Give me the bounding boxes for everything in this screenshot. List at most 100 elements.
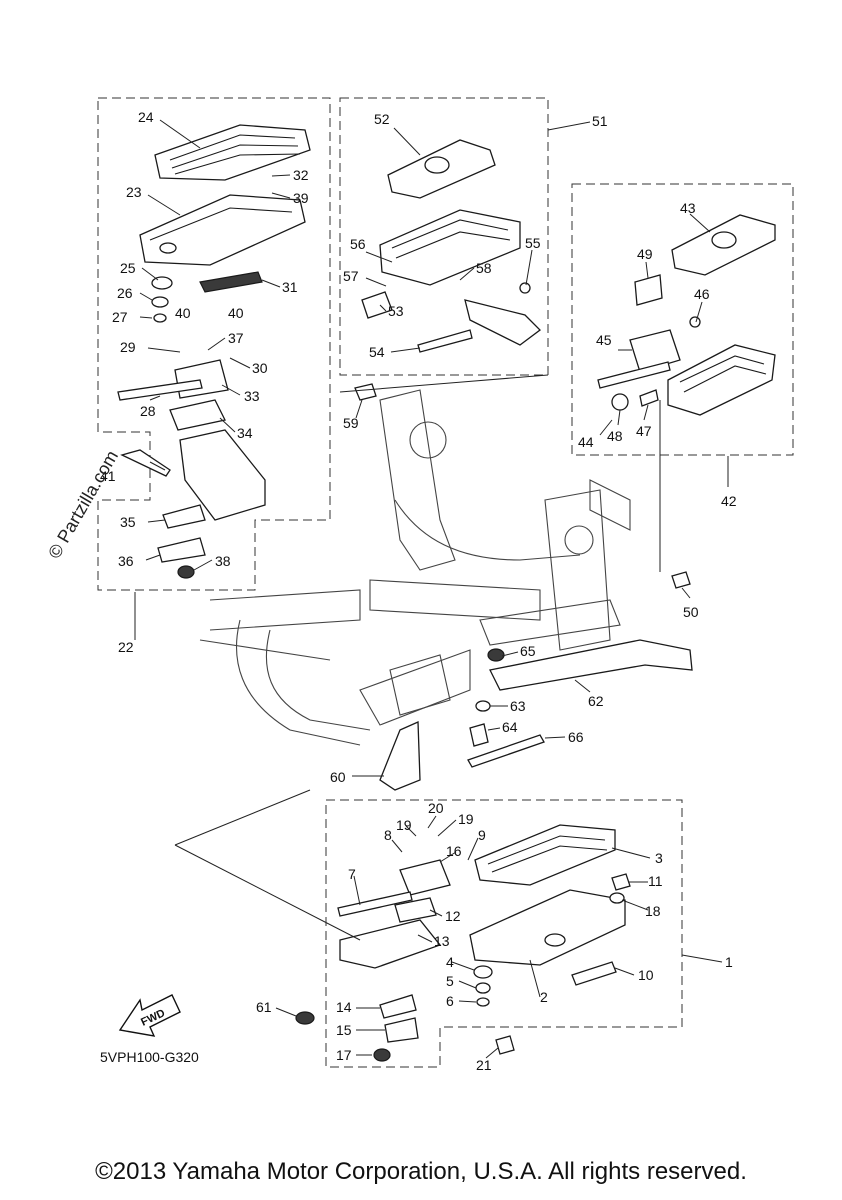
callout-61: 61 (256, 999, 272, 1015)
callout-52: 52 (374, 111, 390, 127)
callout-27: 27 (112, 309, 128, 325)
callout-48: 48 (607, 428, 623, 444)
washer-5 (475, 982, 491, 994)
bracket-53 (361, 291, 393, 319)
callout-7: 7 (348, 866, 356, 882)
nut-61 (295, 1011, 315, 1025)
plate-12 (394, 897, 437, 923)
callout-9: 9 (478, 827, 486, 843)
callout-32: 32 (293, 167, 309, 183)
callout-36: 36 (118, 553, 134, 569)
callout-40b: 40 (228, 305, 244, 321)
callout-41: 41 (100, 468, 116, 484)
callout-47: 47 (636, 423, 652, 439)
callout-26: 26 (117, 285, 133, 301)
callout-53: 53 (388, 303, 404, 319)
bracket-31 (199, 271, 263, 293)
stay-13 (339, 919, 442, 969)
nut-6 (476, 997, 490, 1007)
callout-10: 10 (638, 967, 654, 983)
footboard-center (379, 209, 521, 286)
clip-55 (519, 282, 531, 294)
footboard-rubber-24 (154, 124, 311, 181)
callout-30: 30 (252, 360, 268, 376)
washer-26 (151, 296, 169, 308)
bolt-59 (354, 383, 377, 401)
callout-64: 64 (502, 719, 518, 735)
callout-3: 3 (655, 850, 663, 866)
callout-40a: 40 (175, 305, 191, 321)
callout-66: 66 (568, 729, 584, 745)
callout-45: 45 (596, 332, 612, 348)
pivot-bracket-33 (174, 359, 229, 399)
footboard-rubber-52 (387, 139, 496, 199)
footboard-rubber-3 (474, 824, 616, 886)
callout-16: 16 (446, 843, 462, 859)
nut-65 (487, 648, 505, 662)
callout-37: 37 (228, 330, 244, 346)
callout-33: 33 (244, 388, 260, 404)
callout-38: 38 (215, 553, 231, 569)
callout-14: 14 (336, 999, 352, 1015)
callout-12: 12 (445, 908, 461, 924)
bolt-50 (671, 571, 691, 589)
callout-49: 49 (637, 246, 653, 262)
callout-13: 13 (434, 933, 450, 949)
callout-1: 1 (725, 954, 733, 970)
bolt-21 (495, 1035, 515, 1055)
callout-25: 25 (120, 260, 136, 276)
callout-55: 55 (525, 235, 541, 251)
plate-15 (384, 1017, 419, 1043)
callout-57: 57 (343, 268, 359, 284)
callout-19b: 19 (458, 811, 474, 827)
pin-54 (417, 329, 473, 353)
chassis-frame (199, 389, 631, 746)
washer-4 (473, 965, 493, 979)
watermark: © Partzilla.com (44, 447, 122, 562)
callout-39: 39 (293, 190, 309, 206)
group-box-42 (571, 183, 794, 456)
callout-60: 60 (330, 769, 346, 785)
callout-2: 2 (540, 989, 548, 1005)
callout-8: 8 (384, 827, 392, 843)
callout-11: 11 (648, 873, 663, 889)
callout-23: 23 (126, 184, 142, 200)
spring-47 (639, 389, 659, 407)
plate-34 (169, 399, 226, 431)
plate-49 (634, 274, 663, 306)
spring-66 (467, 734, 545, 768)
callout-63: 63 (510, 698, 526, 714)
shaft-28 (117, 379, 203, 401)
damper-35 (162, 504, 206, 529)
collar-63 (475, 700, 491, 712)
callout-numbers: 24 23 32 39 25 26 27 31 40 40 37 29 30 2… (100, 109, 737, 1073)
callout-6: 6 (446, 993, 454, 1009)
diagram-code: 5VPH100-G320 (100, 1049, 199, 1065)
bracket-16 (399, 859, 451, 896)
footboard-rubber-43 (671, 214, 776, 276)
callout-46: 46 (694, 286, 710, 302)
callout-51: 51 (592, 113, 608, 129)
callout-29: 29 (120, 339, 136, 355)
stay-bracket (179, 429, 266, 521)
callout-56: 56 (350, 236, 366, 252)
callout-58: 58 (476, 260, 492, 276)
callout-18: 18 (645, 903, 661, 919)
callout-50: 50 (683, 604, 699, 620)
footboard-right (667, 344, 776, 416)
bolt-64 (469, 723, 489, 747)
callout-42: 42 (721, 493, 737, 509)
bracket-60 (379, 721, 421, 791)
callout-19a: 19 (396, 817, 412, 833)
bracket-10 (571, 961, 617, 986)
fwd-arrow-icon: FWD (118, 994, 181, 1037)
arm-58 (464, 299, 541, 346)
washer-25 (151, 276, 173, 290)
nut-27 (153, 313, 167, 323)
damper-14 (379, 994, 417, 1019)
group-box-1 (325, 799, 683, 1068)
clip-46 (689, 316, 701, 328)
callout-4: 4 (446, 954, 454, 970)
nut-17 (373, 1048, 391, 1062)
